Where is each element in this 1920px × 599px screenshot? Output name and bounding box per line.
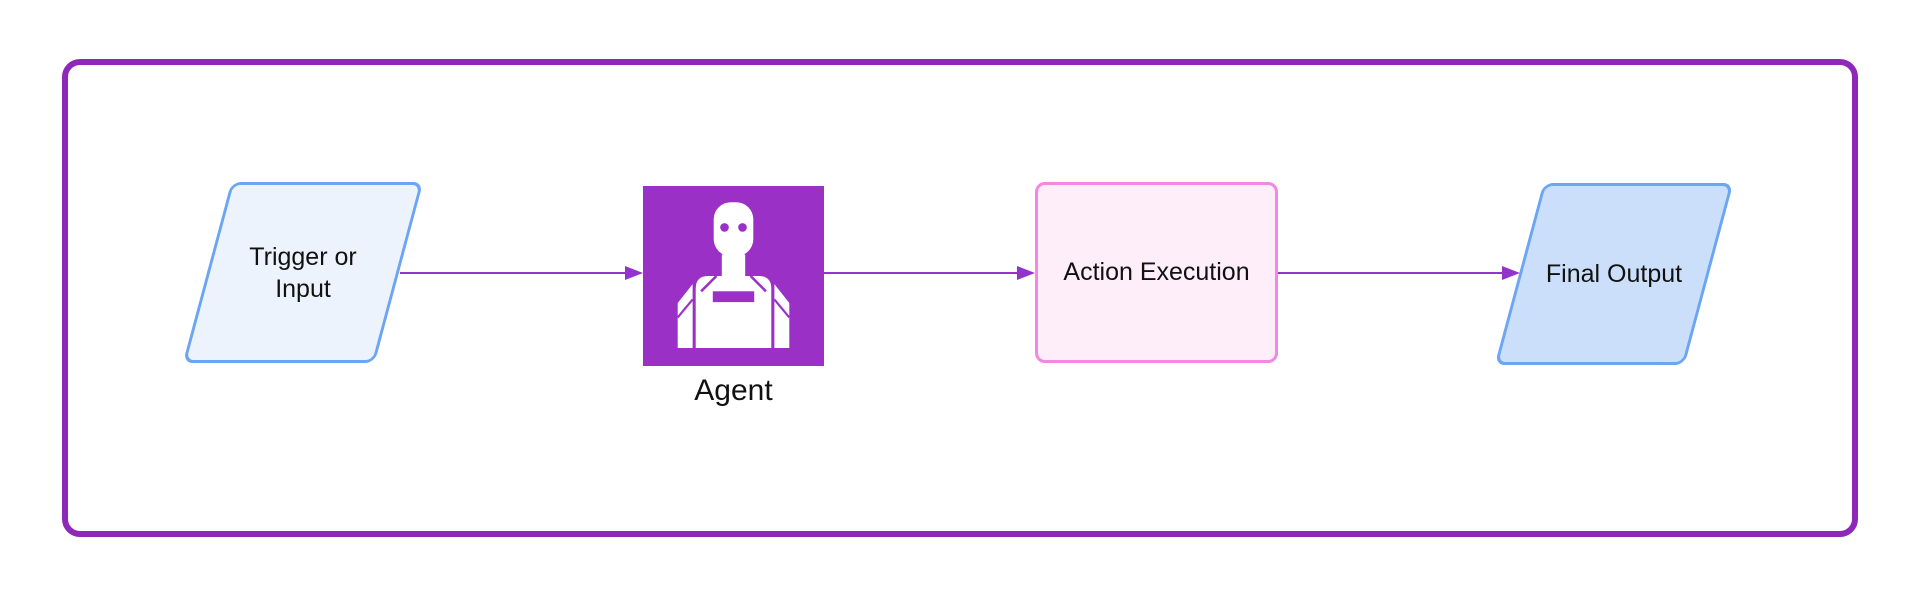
edge-trigger-agent-arrowhead-icon <box>625 266 643 280</box>
edge-agent-action[interactable] <box>824 272 1017 274</box>
edge-action-output-arrowhead-icon <box>1502 266 1520 280</box>
node-action-execution[interactable]: Action Execution <box>1035 182 1278 363</box>
node-agent[interactable] <box>643 186 824 366</box>
robot-icon <box>676 202 791 348</box>
edge-action-output[interactable] <box>1278 272 1502 274</box>
node-agent-label: Agent <box>694 374 773 407</box>
edge-trigger-agent[interactable] <box>400 272 625 274</box>
edge-agent-action-arrowhead-icon <box>1017 266 1035 280</box>
node-action-execution-label: Action Execution <box>1063 258 1250 286</box>
